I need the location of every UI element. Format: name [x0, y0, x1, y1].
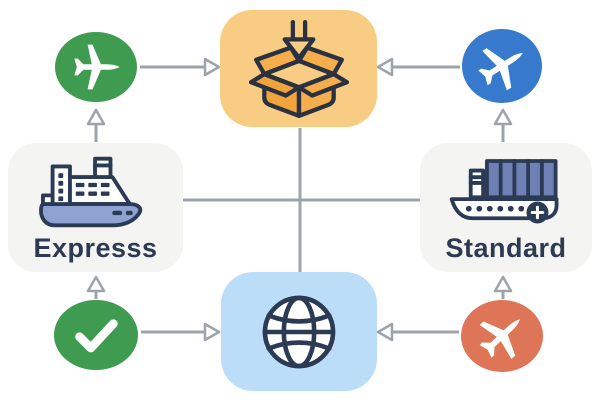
airplane-icon: [74, 44, 120, 90]
connector-salmonplane-standard: [493, 275, 513, 299]
globe-node: [221, 272, 377, 391]
blue-airplane-node: [462, 29, 542, 103]
connector-express-greenplane: [86, 108, 106, 142]
open-box-icon: [248, 19, 349, 118]
salmon-airplane-node: [461, 300, 543, 372]
standard-label: Standard: [445, 233, 567, 263]
airplane-icon: [478, 48, 523, 91]
checkmark-icon: [75, 319, 118, 353]
connector-check-express: [86, 275, 106, 299]
express-label: Expresss: [33, 233, 158, 263]
connector-standard-blueplane: [493, 108, 513, 142]
globe-icon: [262, 295, 336, 368]
connector-greenplane-package: [140, 57, 221, 77]
express-card: Expresss: [8, 143, 183, 272]
connector-check-globe: [141, 322, 221, 342]
green-airplane-node: [55, 32, 137, 102]
connector-salmonplane-globe: [376, 322, 459, 342]
standard-card: Standard: [420, 143, 592, 272]
airplane-icon: [479, 319, 521, 359]
container-ship-icon: [449, 159, 559, 224]
package-node: [220, 10, 377, 127]
cargo-ship-icon: [38, 156, 142, 228]
connector-blueplane-package: [376, 57, 460, 77]
checkmark-node: [54, 300, 138, 370]
